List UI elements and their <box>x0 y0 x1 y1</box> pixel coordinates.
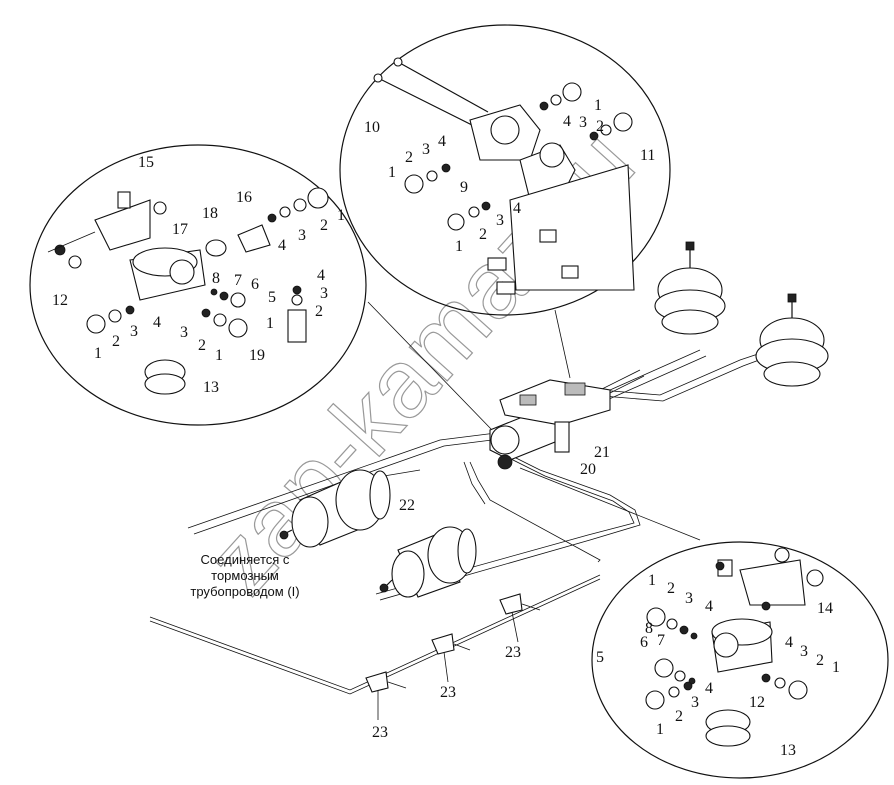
callout-3: 3 <box>800 643 808 660</box>
callout-18: 18 <box>202 205 218 222</box>
callout-6: 6 <box>251 276 259 293</box>
callout-2: 2 <box>112 333 120 350</box>
callout-4: 4 <box>317 267 325 284</box>
callout-1: 1 <box>594 97 602 114</box>
pipe-clip-1 <box>499 593 541 643</box>
callout-2: 2 <box>198 337 206 354</box>
callout-2: 2 <box>667 580 675 597</box>
valve-assembly <box>489 379 611 470</box>
pipe-clip-2 <box>431 633 471 683</box>
callout-1: 1 <box>337 207 345 224</box>
callout-2: 2 <box>405 149 413 166</box>
callout-15: 15 <box>138 154 154 171</box>
callout-3: 3 <box>422 141 430 158</box>
callout-1: 1 <box>455 238 463 255</box>
top-detail-parts <box>373 57 635 295</box>
callout-3: 3 <box>685 590 693 607</box>
callout-1: 1 <box>266 315 274 332</box>
leader-top <box>554 309 571 379</box>
callout-7: 7 <box>234 272 242 289</box>
callout-23: 23 <box>372 724 388 741</box>
brake-chamber-1 <box>654 241 726 335</box>
callout-3: 3 <box>691 694 699 711</box>
callout-12: 12 <box>52 292 68 309</box>
callout-20: 20 <box>580 461 596 478</box>
detail-circle-left <box>29 144 367 426</box>
callout-4: 4 <box>563 113 571 130</box>
callout-16: 16 <box>236 189 252 206</box>
callout-4: 4 <box>278 237 286 254</box>
callout-4: 4 <box>705 598 713 615</box>
detail-circle-bottom-right <box>591 541 889 779</box>
callout-3: 3 <box>579 114 587 131</box>
callout-17: 17 <box>172 221 188 238</box>
callout-1: 1 <box>832 659 840 676</box>
callout-11: 11 <box>640 147 655 164</box>
callout-8: 8 <box>645 620 653 637</box>
callout-1: 1 <box>656 721 664 738</box>
callout-13: 13 <box>203 379 219 396</box>
connection-note: Соединяется с тормозным трубопроводом (I… <box>190 552 300 599</box>
bottom-right-detail-parts <box>645 547 824 747</box>
callout-4: 4 <box>438 133 446 150</box>
spring-brake-chamber-2 <box>379 526 477 598</box>
callout-5: 5 <box>268 289 276 306</box>
callout-8: 8 <box>212 270 220 287</box>
callout-1: 1 <box>94 345 102 362</box>
leader-left <box>367 301 493 431</box>
pipe-clip-3 <box>365 671 407 720</box>
callout-4: 4 <box>513 200 521 217</box>
callout-23: 23 <box>440 684 456 701</box>
callout-13: 13 <box>780 742 796 759</box>
callout-3: 3 <box>496 212 504 229</box>
callout-21: 21 <box>594 444 610 461</box>
callout-3: 3 <box>298 227 306 244</box>
callout-2: 2 <box>315 303 323 320</box>
callout-2: 2 <box>596 118 604 135</box>
callout-3: 3 <box>180 324 188 341</box>
callout-1: 1 <box>648 572 656 589</box>
callout-5: 5 <box>596 649 604 666</box>
callout-2: 2 <box>320 217 328 234</box>
callout-9: 9 <box>460 179 468 196</box>
callout-4: 4 <box>785 634 793 651</box>
callout-3: 3 <box>320 285 328 302</box>
callout-2: 2 <box>675 708 683 725</box>
callout-4: 4 <box>705 680 713 697</box>
callout-23: 23 <box>505 644 521 661</box>
callout-2: 2 <box>479 226 487 243</box>
callout-19: 19 <box>249 347 265 364</box>
callout-12: 12 <box>749 694 765 711</box>
callout-6: 6 <box>640 634 648 651</box>
callout-7: 7 <box>657 632 665 649</box>
callout-1: 1 <box>388 164 396 181</box>
callout-14: 14 <box>817 600 833 617</box>
callout-1: 1 <box>215 347 223 364</box>
callout-3: 3 <box>130 323 138 340</box>
leader-bottom <box>519 467 701 541</box>
callout-22: 22 <box>399 497 415 514</box>
callout-4: 4 <box>153 314 161 331</box>
detail-circle-top <box>339 24 671 316</box>
callout-10: 10 <box>364 119 380 136</box>
left-detail-parts <box>47 187 329 395</box>
spring-brake-chamber-1 <box>279 469 391 548</box>
callout-2: 2 <box>816 652 824 669</box>
brake-chamber-2 <box>755 293 829 387</box>
